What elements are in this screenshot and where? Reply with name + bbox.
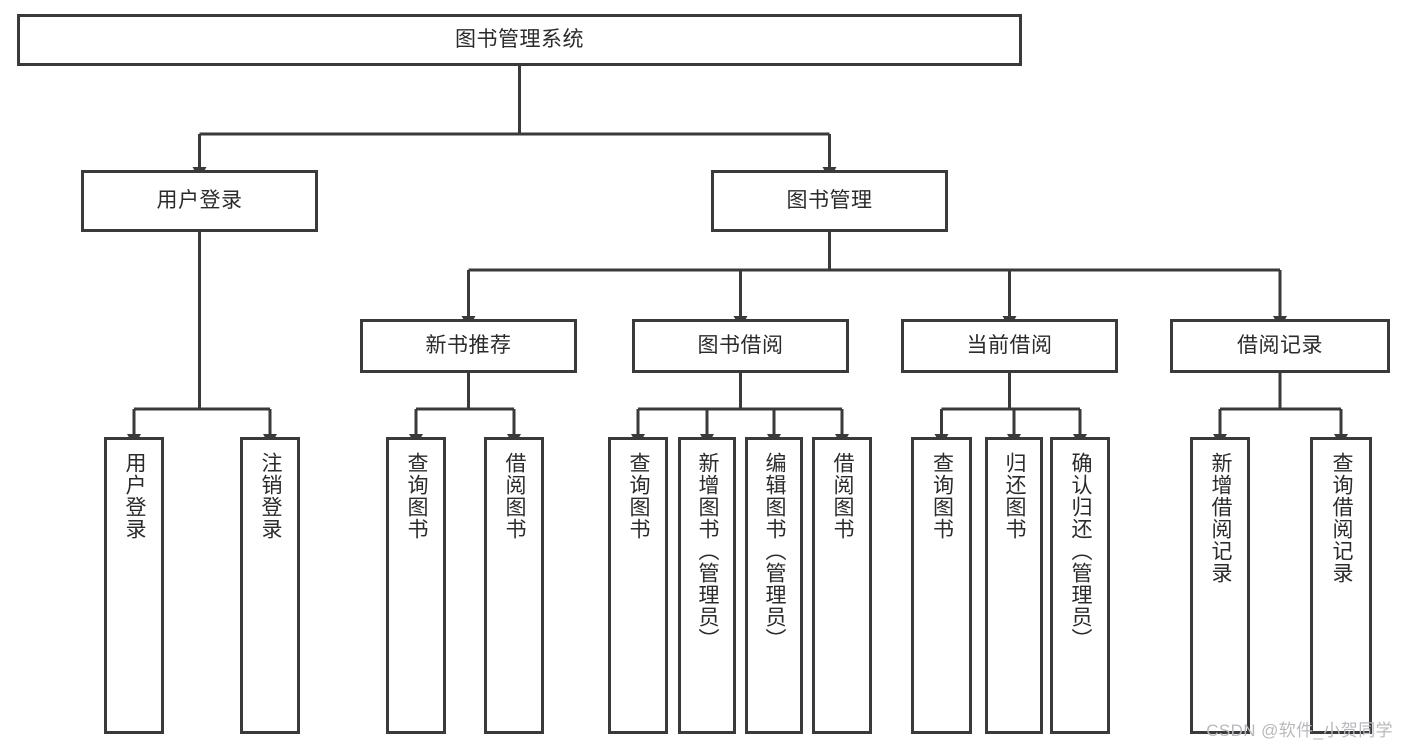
node-label: 借阅记录 <box>1237 333 1323 357</box>
node-root[interactable]: 图书管理系统 <box>17 14 1022 66</box>
node-book-management[interactable]: 图书管理 <box>711 170 948 232</box>
node-user-login[interactable]: 用户登录 <box>81 170 318 232</box>
node-borrow-records[interactable]: 借阅记录 <box>1170 319 1390 373</box>
node-label: 用户登录 <box>123 452 147 540</box>
leaf-borrow-book-new[interactable]: 借阅图书 <box>484 437 544 734</box>
node-label: 新增借阅记录 <box>1209 452 1233 584</box>
node-label: 借阅图书 <box>831 452 855 540</box>
node-label: 用户登录 <box>156 188 243 212</box>
leaf-add-borrow-record[interactable]: 新增借阅记录 <box>1190 437 1250 734</box>
node-label: 新书推荐 <box>425 333 512 357</box>
node-label: 查询图书 <box>627 452 651 540</box>
leaf-confirm-return-admin[interactable]: 确认归还（管理员） <box>1050 437 1110 734</box>
node-label: 图书管理系统 <box>455 27 584 51</box>
leaf-query-book-new[interactable]: 查询图书 <box>386 437 446 734</box>
watermark: CSDN @软件_小贺同学 <box>1206 721 1393 740</box>
node-label: 查询借阅记录 <box>1330 452 1354 584</box>
node-label: 当前借阅 <box>966 333 1053 357</box>
leaf-logout[interactable]: 注销登录 <box>240 437 300 734</box>
node-label: 归还图书 <box>1003 452 1027 540</box>
node-label: 新增图书（管理员） <box>696 452 720 650</box>
node-label: 查询图书 <box>405 452 429 540</box>
leaf-add-book-admin[interactable]: 新增图书（管理员） <box>678 437 736 734</box>
leaf-edit-book-admin[interactable]: 编辑图书（管理员） <box>745 437 803 734</box>
node-label: 借阅图书 <box>503 452 527 540</box>
edges <box>127 66 1348 446</box>
leaf-query-book-current[interactable]: 查询图书 <box>911 437 972 734</box>
node-label: 注销登录 <box>259 452 283 540</box>
node-book-borrow[interactable]: 图书借阅 <box>632 319 849 373</box>
node-label: 确认归还（管理员） <box>1069 452 1093 650</box>
leaf-borrow-book[interactable]: 借阅图书 <box>812 437 872 734</box>
node-label: 图书管理 <box>786 188 873 212</box>
node-label: 图书借阅 <box>697 333 784 357</box>
leaf-return-book[interactable]: 归还图书 <box>985 437 1043 734</box>
node-current-borrow[interactable]: 当前借阅 <box>901 319 1118 373</box>
node-label: 查询图书 <box>930 452 954 540</box>
node-new-book-recommend[interactable]: 新书推荐 <box>360 319 577 373</box>
leaf-query-borrow-record[interactable]: 查询借阅记录 <box>1310 437 1372 734</box>
leaf-user-login[interactable]: 用户登录 <box>104 437 164 734</box>
leaf-query-book-borrow[interactable]: 查询图书 <box>608 437 668 734</box>
node-label: 编辑图书（管理员） <box>763 452 787 650</box>
